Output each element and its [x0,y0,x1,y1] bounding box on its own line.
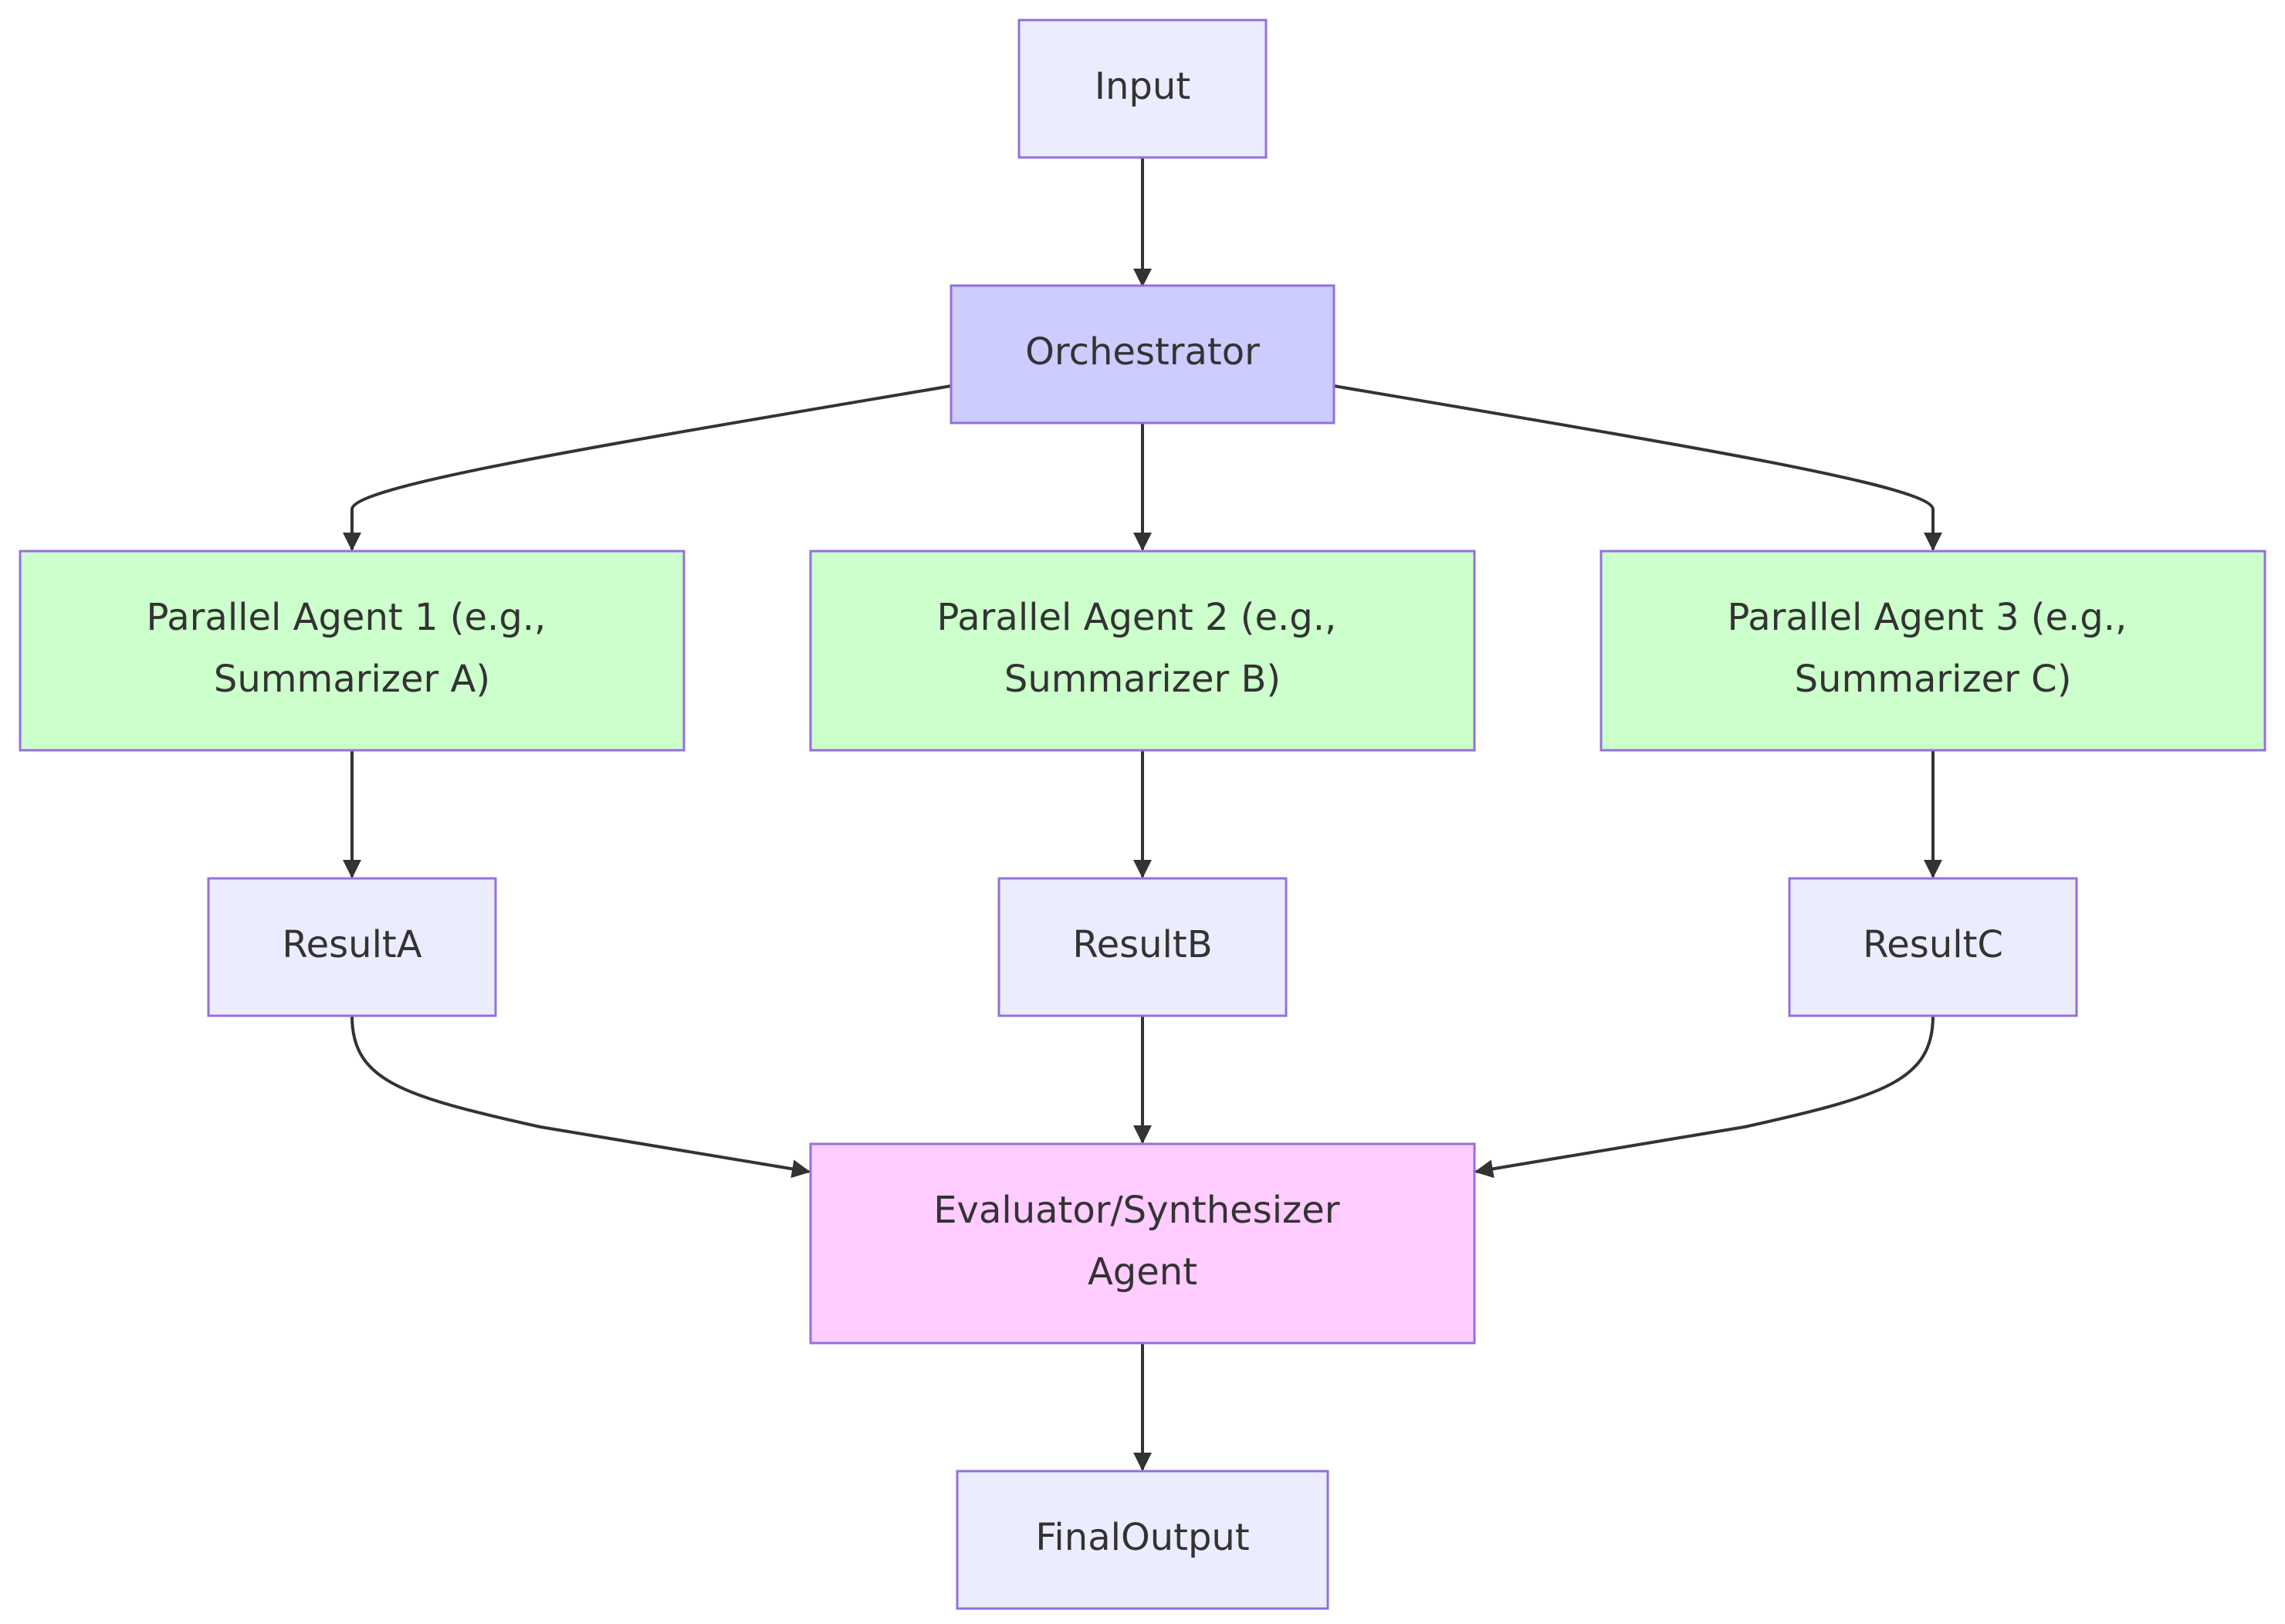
edge-resultC-to-evaluator [1474,1015,1935,1179]
node-finalOutput[interactable]: FinalOutput [956,1470,1329,1610]
edge-resultA-to-evaluator [350,1015,811,1179]
node-resultB[interactable]: ResultB [997,877,1288,1017]
node-input-box [1017,19,1268,159]
node-agent2-label: Parallel Agent 2 (e.g., Summarizer B) [936,596,1348,701]
node-orchestrator-label: Orchestrator [1025,330,1260,374]
node-resultB-label: ResultB [1072,923,1212,966]
node-finalOutput-box [956,1470,1329,1610]
node-resultC-box [1788,877,2078,1017]
node-agent2[interactable]: Parallel Agent 2 (e.g., Summarizer B) [809,550,1476,752]
node-resultA[interactable]: ResultA [207,877,497,1017]
node-orchestrator[interactable]: Orchestrator [950,284,1335,425]
node-agent2-box [809,550,1476,752]
node-agent1[interactable]: Parallel Agent 1 (e.g., Summarizer A) [19,550,686,752]
node-evaluator-label: Evaluator/Synthesizer Agent [933,1189,1352,1294]
nodes-group: Input Orchestrator Parallel Agent 1 (e.g… [19,19,2266,1610]
node-resultC-label: ResultC [1863,923,2003,966]
node-orchestrator-box [950,284,1335,425]
node-agent3[interactable]: Parallel Agent 3 (e.g., Summarizer C) [1600,550,2266,752]
node-finalOutput-label: FinalOutput [1035,1516,1249,1559]
edge-orchestrator-to-agent1 [343,384,952,551]
node-resultB-box [997,877,1288,1017]
node-agent3-box [1600,550,2266,752]
node-evaluator[interactable]: Evaluator/Synthesizer Agent [809,1142,1476,1345]
edges-group [343,157,1942,1471]
node-input-label: Input [1095,65,1190,108]
node-resultA-label: ResultA [282,923,421,966]
edge-orchestrator-to-agent3 [1333,384,1942,551]
node-resultC[interactable]: ResultC [1788,877,2078,1017]
node-resultA-box [207,877,497,1017]
node-agent3-label: Parallel Agent 3 (e.g., Summarizer C) [1727,596,2138,701]
node-evaluator-box [809,1142,1476,1345]
node-input[interactable]: Input [1017,19,1268,159]
node-agent1-box [19,550,686,752]
node-agent1-label: Parallel Agent 1 (e.g., Summarizer A) [146,596,557,701]
